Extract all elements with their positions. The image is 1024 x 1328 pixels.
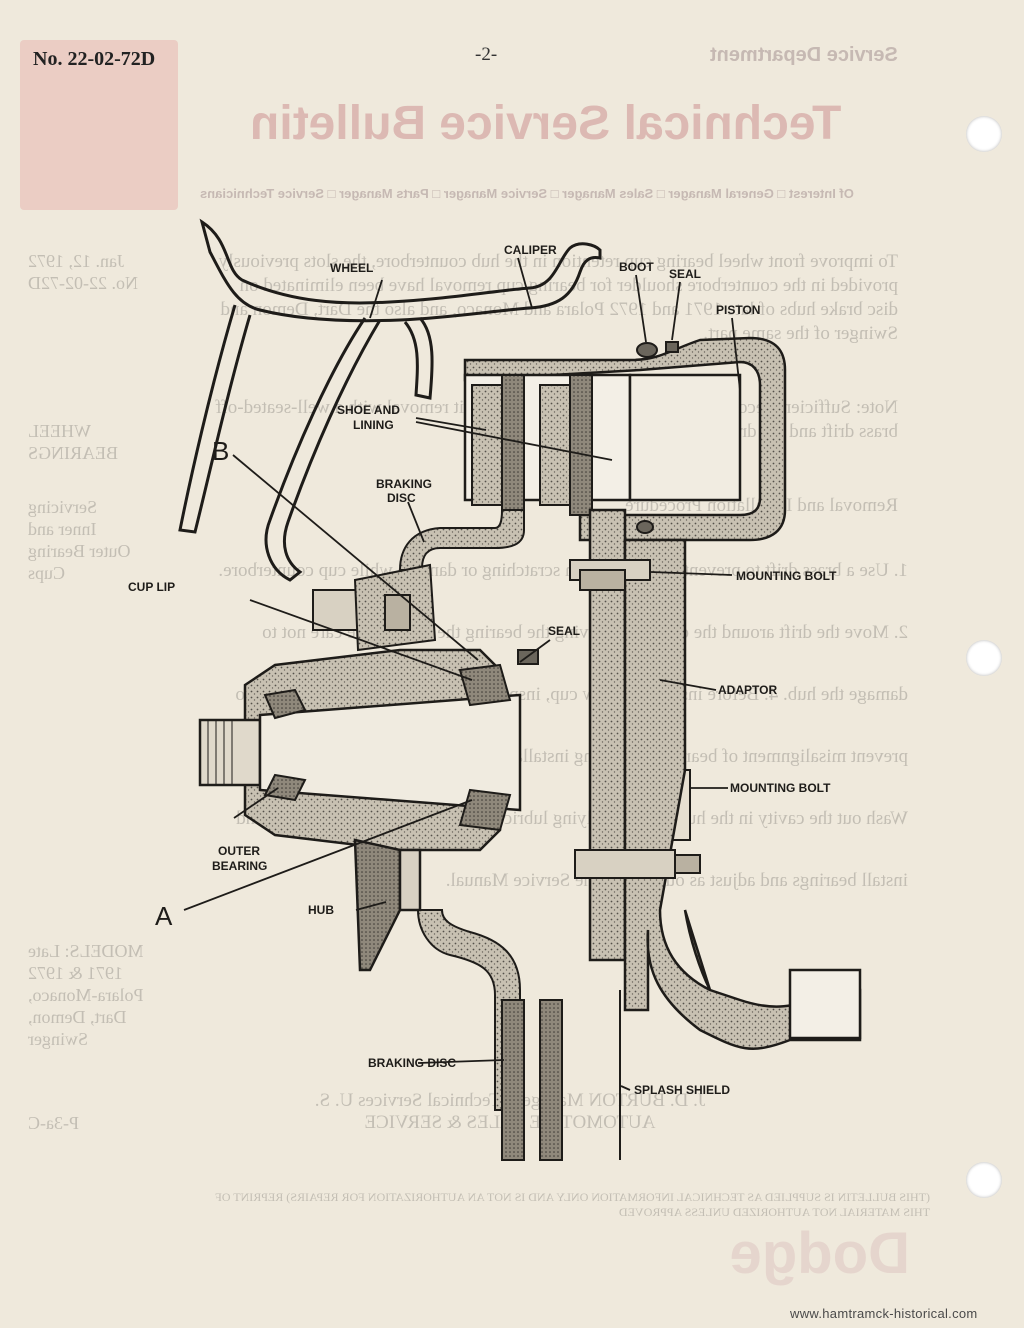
- label-adaptor: ADAPTOR: [718, 683, 777, 697]
- label-braking-disc-top: BRAKING DISC: [376, 477, 435, 505]
- bleed-through-text: Service Department: [710, 44, 898, 66]
- braking-disc: [398, 509, 563, 1161]
- label-splash-shield: SPLASH SHIELD: [634, 1083, 730, 1097]
- dodge-logo-bleed: [20, 40, 178, 210]
- punch-hole: [966, 116, 1002, 152]
- label-seal-top: SEAL: [669, 267, 701, 281]
- label-piston: PISTON: [716, 303, 760, 317]
- punch-hole: [966, 1162, 1002, 1198]
- dodge-logo-bleed: Dodge: [729, 1221, 910, 1286]
- label-lining-line: LINING: [353, 418, 394, 432]
- label-point-b: B: [212, 436, 229, 466]
- bearings: [263, 663, 512, 832]
- bleed-through-text: Technical Service Bulletin: [250, 97, 842, 150]
- label-braking-disc-bottom: BRAKING DISC: [368, 1056, 456, 1070]
- label-boot: BOOT: [619, 260, 654, 274]
- upper-bolt-assembly: [312, 563, 437, 652]
- page-number: -2-: [475, 44, 498, 65]
- label-outer-line: OUTER: [218, 844, 260, 858]
- bleed-through-text: (THIS BULLETIN IS SUPPLIED AS TECHNICAL …: [215, 1190, 930, 1219]
- label-braking-line: BRAKING: [376, 477, 432, 491]
- label-seal-mid: SEAL: [548, 624, 580, 638]
- punch-hole: [966, 640, 1002, 676]
- footer-url: www.hamtramck-historical.com: [790, 1306, 978, 1321]
- steering-knuckle: [619, 538, 862, 1160]
- label-cup-lip: CUP LIP: [128, 580, 175, 594]
- leader-lines: [183, 257, 741, 1091]
- label-point-a: A: [155, 901, 173, 931]
- brake-hub-diagram: WHEEL CALIPER BOOT SEAL PISTON SHOE AND …: [128, 218, 862, 1161]
- label-disc-line: DISC: [387, 491, 416, 505]
- bleed-through-text: Of Interest □ General Manager □ Sales Ma…: [200, 186, 854, 201]
- mounting-bolts: [569, 559, 701, 879]
- label-bearing-line: BEARING: [212, 859, 267, 873]
- seals: [517, 341, 679, 665]
- label-shoe-line: SHOE AND: [337, 403, 400, 417]
- label-hub: HUB: [308, 903, 334, 917]
- label-wheel: WHEEL: [330, 261, 373, 275]
- label-mounting-bolt-bottom: MOUNTING BOLT: [730, 781, 831, 795]
- bulletin-number: No. 22-02-72D: [33, 48, 156, 70]
- label-caliper: CALIPER: [504, 243, 557, 257]
- wheel-rim-outline: [178, 218, 602, 582]
- spindle: [198, 693, 522, 812]
- label-shoe-and-lining: SHOE AND LINING: [337, 403, 403, 432]
- label-outer-bearing: OUTER BEARING: [212, 844, 267, 873]
- label-mounting-bolt-top: MOUNTING BOLT: [736, 569, 837, 583]
